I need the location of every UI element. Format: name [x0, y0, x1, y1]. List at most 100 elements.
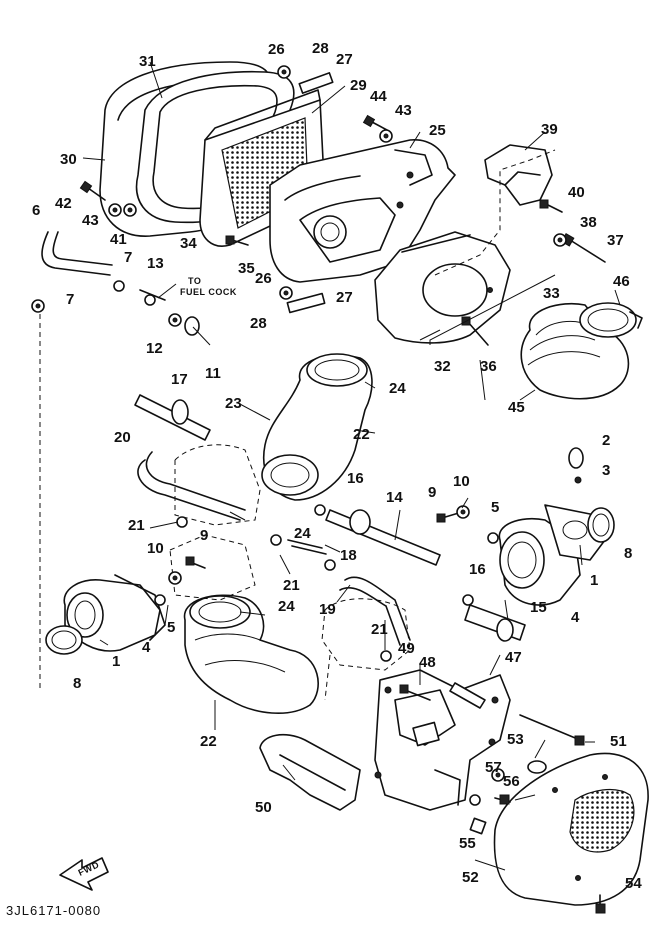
- callout-20: 20: [114, 429, 131, 446]
- callout-24c: 24: [278, 598, 295, 615]
- hose-20: [137, 451, 246, 521]
- callout-13: 13: [147, 255, 164, 272]
- carburetor-holder-right: [498, 504, 606, 606]
- callout-1a: 1: [112, 653, 120, 670]
- callout-19: 19: [319, 601, 336, 618]
- callout-31: 31: [139, 53, 156, 70]
- callout-26b: 26: [255, 270, 272, 287]
- hose-19: [339, 576, 411, 646]
- hose-17: [134, 394, 211, 441]
- callout-47: 47: [505, 649, 522, 666]
- bracket-50: [259, 733, 361, 811]
- callout-39: 39: [541, 121, 558, 138]
- callout-51: 51: [610, 733, 627, 750]
- callout-38: 38: [580, 214, 597, 231]
- callout-18: 18: [340, 547, 357, 564]
- air-cleaner-cover: [374, 231, 511, 344]
- callout-11: 11: [205, 365, 221, 382]
- callout-48: 48: [419, 654, 436, 671]
- callout-46: 46: [613, 273, 630, 290]
- callout-34: 34: [180, 235, 197, 252]
- hose-15: [464, 604, 526, 642]
- engine-outline-dashed: [39, 149, 556, 701]
- fuel-cock-note: TO FUEL COCK: [157, 276, 237, 299]
- callout-22a: 22: [353, 426, 370, 443]
- callout-24a: 24: [389, 380, 406, 397]
- callout-49: 49: [398, 640, 415, 657]
- callout-9b: 9: [428, 484, 436, 501]
- fuel-cock-note-line1: TO: [188, 276, 201, 286]
- callout-labels: 1 1 2 3 4 4 5 5 6 7 7 8 8 9 9 10 10 11 1…: [32, 40, 642, 892]
- callout-30: 30: [60, 151, 77, 168]
- cover-plate: [484, 144, 553, 206]
- hose-clamp-right: [579, 302, 643, 338]
- callout-45: 45: [508, 399, 525, 416]
- side-cover: [493, 752, 649, 906]
- callout-56: 56: [503, 773, 520, 790]
- carburetor-holder-left: [63, 574, 166, 652]
- callout-41: 41: [110, 231, 127, 248]
- callout-4a: 4: [142, 639, 151, 656]
- callout-21c: 21: [371, 621, 388, 638]
- callout-10a: 10: [147, 540, 164, 557]
- callout-8b: 8: [624, 545, 632, 562]
- callout-50: 50: [255, 799, 272, 816]
- callout-5b: 5: [491, 499, 499, 516]
- callout-10b: 10: [453, 473, 470, 490]
- callout-28a: 28: [312, 40, 329, 57]
- callout-22b: 22: [200, 733, 217, 750]
- forward-arrow-icon: FWD: [59, 857, 109, 891]
- callout-35: 35: [238, 260, 255, 277]
- fasteners: [31, 65, 606, 914]
- callout-7b: 7: [66, 291, 74, 308]
- o-ring-right: [587, 507, 615, 543]
- callout-26a: 26: [268, 41, 285, 58]
- callout-43a: 43: [82, 212, 99, 229]
- callout-29: 29: [350, 77, 367, 94]
- callout-33: 33: [543, 285, 560, 302]
- carburetor-joint-front: [183, 594, 319, 714]
- callout-37: 37: [607, 232, 624, 249]
- callout-15: 15: [530, 599, 547, 616]
- callout-57: 57: [485, 759, 502, 776]
- callout-23: 23: [225, 395, 242, 412]
- callout-2: 2: [602, 432, 610, 449]
- callout-8a: 8: [73, 675, 81, 692]
- bracket-47: [374, 669, 511, 811]
- callout-5a: 5: [167, 619, 175, 636]
- callout-21a: 21: [128, 517, 145, 534]
- callout-12: 12: [146, 340, 163, 357]
- callout-55: 55: [459, 835, 476, 852]
- breather-hose-6: [41, 231, 113, 276]
- callout-17: 17: [171, 371, 188, 388]
- callout-40: 40: [568, 184, 585, 201]
- callout-44: 44: [370, 88, 387, 105]
- callout-42: 42: [55, 195, 72, 212]
- callout-1b: 1: [590, 572, 598, 589]
- callout-3: 3: [602, 462, 610, 479]
- callout-16b: 16: [469, 561, 486, 578]
- callout-14: 14: [386, 489, 403, 506]
- callout-7a: 7: [124, 249, 132, 266]
- callout-54: 54: [625, 875, 642, 892]
- callout-4b: 4: [571, 609, 580, 626]
- callout-24b: 24: [294, 525, 311, 542]
- hose-14: [325, 509, 441, 566]
- callout-32: 32: [434, 358, 451, 375]
- o-ring-left: [45, 625, 83, 655]
- callout-36: 36: [480, 358, 497, 375]
- fuel-cock-note-line2: FUEL COCK: [180, 287, 237, 297]
- callout-21b: 21: [283, 577, 300, 594]
- callout-43b: 43: [395, 102, 412, 119]
- callout-52: 52: [462, 869, 479, 886]
- callout-53: 53: [507, 731, 524, 748]
- leader-lines: [82, 61, 621, 871]
- callout-27b: 27: [336, 289, 353, 306]
- callout-27a: 27: [336, 51, 353, 68]
- callout-28b: 28: [250, 315, 267, 332]
- diagram-code: 3JL6171-0080: [6, 903, 101, 918]
- carburetor-joint-rear: [261, 353, 373, 501]
- callout-6: 6: [32, 202, 40, 219]
- callout-16a: 16: [347, 470, 364, 487]
